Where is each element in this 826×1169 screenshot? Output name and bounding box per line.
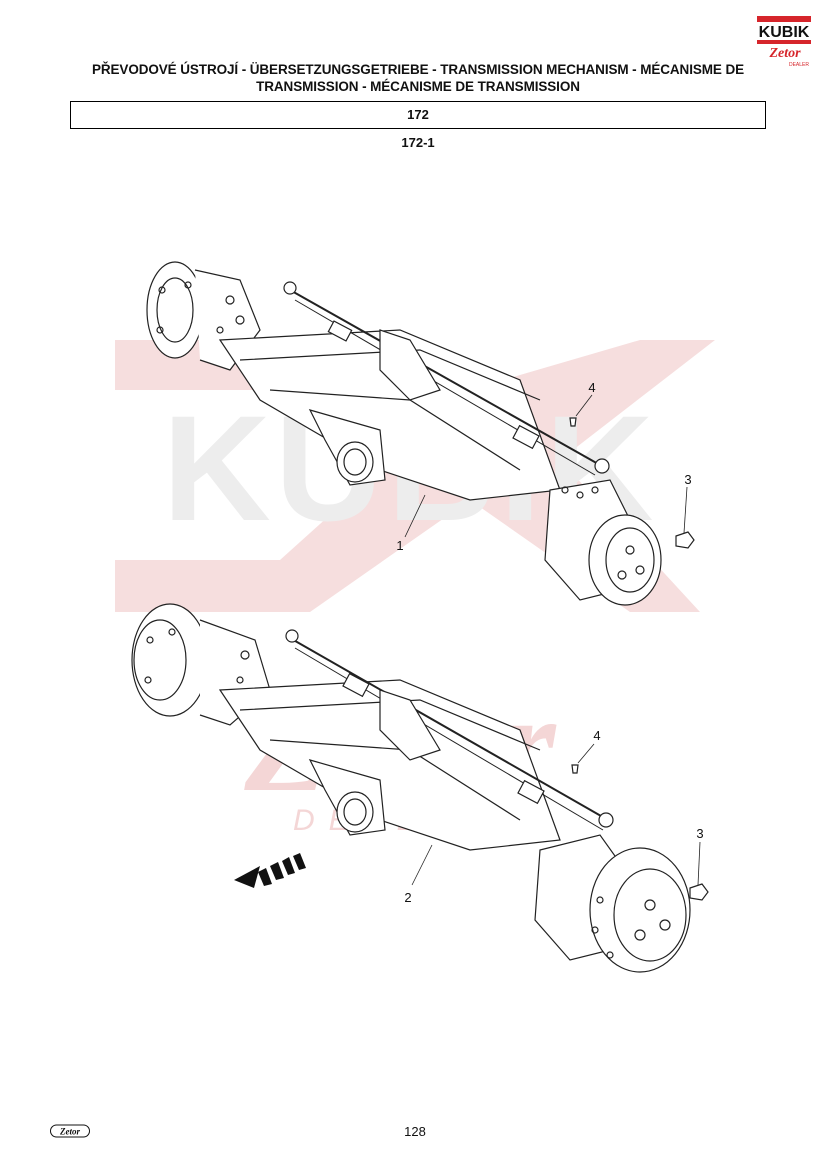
title-line-1: PŘEVODOVÉ ÚSTROJÍ - ÜBERSETZUNGSGETRIEBE… bbox=[91, 62, 745, 77]
upper-axle-assembly bbox=[146, 261, 695, 606]
lower-left-hub bbox=[131, 603, 271, 726]
callout-lower-3: 3 bbox=[696, 826, 703, 841]
callout-upper-1: 1 bbox=[396, 538, 403, 553]
upper-right-hub bbox=[544, 479, 662, 606]
logo-zetor-text: Zetor bbox=[768, 46, 801, 61]
logo-text: KUBIK bbox=[759, 24, 810, 41]
lower-right-hub bbox=[534, 834, 691, 973]
figure-code: 172-1 bbox=[401, 135, 435, 150]
callout-upper-4: 4 bbox=[588, 380, 595, 395]
title-line-2: TRANSMISSION - MÉCANISME DE TRANSMISSION bbox=[256, 79, 580, 94]
callout-upper-3: 3 bbox=[684, 472, 691, 487]
callout-lower-4: 4 bbox=[593, 728, 600, 743]
section-number-box: 172 bbox=[70, 101, 766, 129]
direction-arrow-icon bbox=[234, 853, 306, 888]
footer-zetor-logo: Zetor bbox=[50, 1124, 90, 1138]
lower-axle-assembly bbox=[131, 603, 709, 973]
page-title: PŘEVODOVÉ ÚSTROJÍ - ÜBERSETZUNGSGETRIEBE… bbox=[70, 61, 766, 95]
callout-lower-2: 2 bbox=[404, 890, 411, 905]
footer-logo-text: Zetor bbox=[59, 1127, 80, 1137]
logo-dealer-text: DEALER bbox=[789, 62, 809, 68]
transmission-drawing: KUBIK Zetor DEALER bbox=[115, 261, 715, 973]
section-number: 172 bbox=[407, 107, 429, 122]
page-number: 128 bbox=[404, 1124, 426, 1139]
kubik-zetor-logo: KUBIK Zetor DEALER bbox=[755, 14, 813, 70]
